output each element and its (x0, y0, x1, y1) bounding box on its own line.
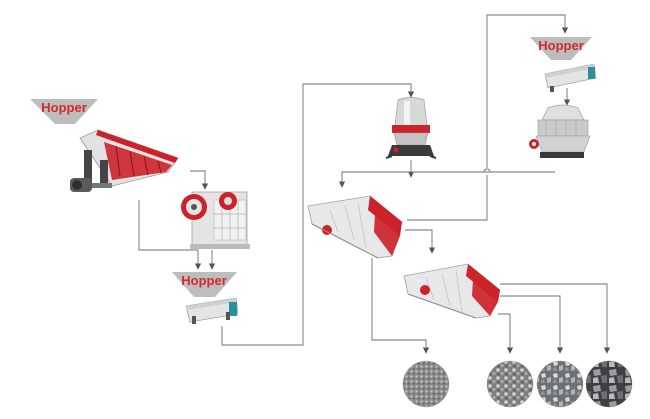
cone-crusher-2 (529, 104, 591, 158)
vibrating-feeder-main (70, 129, 179, 192)
product-fine-gravel (402, 360, 450, 408)
hopper-label: Hopper (181, 273, 227, 288)
hopper-shape (172, 272, 237, 297)
hopper-shape (530, 37, 592, 60)
hopper-1: Hopper (30, 99, 98, 124)
product-medium-gravel (536, 360, 584, 408)
flow-lines (138, 14, 611, 354)
product-coarse-gravel (585, 360, 633, 408)
hopper-label: Hopper (41, 100, 87, 115)
hopper-3: Hopper (530, 37, 592, 60)
feeder-3 (544, 63, 597, 92)
hopper-2: Hopper (172, 272, 237, 297)
feeder-2 (185, 297, 239, 324)
vibrating-screen-2 (403, 263, 501, 319)
jaw-crusher (181, 191, 250, 249)
cone-crusher-1 (385, 97, 437, 159)
hopper-shape (30, 99, 98, 124)
hopper-label: Hopper (538, 38, 584, 53)
product-small-gravel (486, 360, 534, 408)
vibrating-screen-1 (307, 195, 403, 259)
